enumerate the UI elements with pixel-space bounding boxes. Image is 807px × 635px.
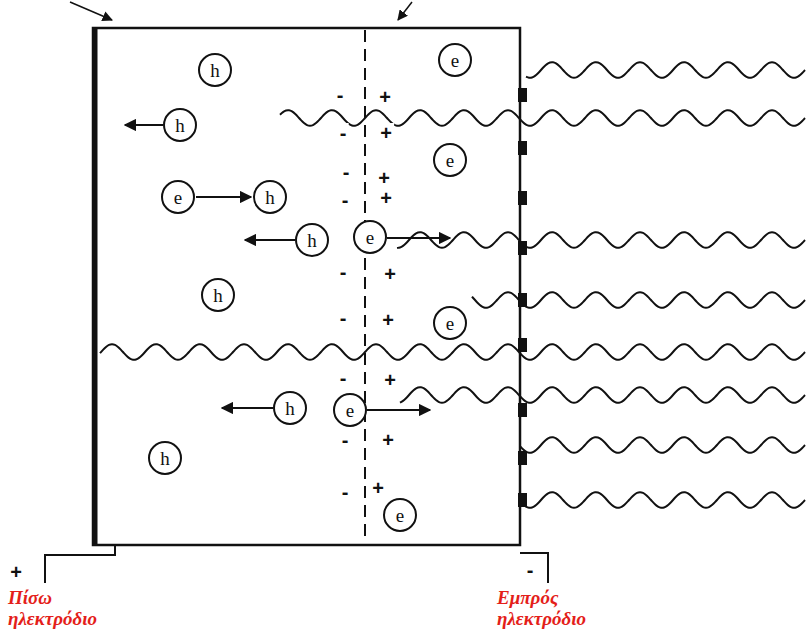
carrier-circle: h [163, 108, 197, 142]
electrode-label: Εμπρός ηλεκτρόδιο [497, 588, 632, 630]
charge-sign: - [338, 308, 349, 328]
front-contact [518, 338, 527, 352]
carrier-circle: e [438, 43, 472, 77]
charge-sign: - [340, 482, 351, 502]
charge-sign: - [340, 430, 351, 450]
light-wave [520, 492, 805, 508]
charge-sign: - [338, 262, 349, 282]
charge-sign: - [338, 368, 349, 388]
light-wave [472, 292, 805, 308]
junction-line [364, 30, 366, 543]
carrier-circle: h [273, 391, 307, 425]
charge-sign: + [376, 168, 392, 188]
carrier-circle: e [333, 393, 367, 427]
charge-sign: - [340, 190, 351, 210]
motion-arrow [222, 407, 273, 409]
light-wave [100, 344, 805, 360]
charge-sign: + [382, 370, 398, 390]
carrier-circle: e [161, 180, 195, 214]
carrier-letter: e [174, 188, 182, 207]
light-wave [526, 62, 805, 78]
carrier-letter: e [446, 314, 454, 333]
front-contact [518, 403, 527, 417]
carrier-circle: h [295, 223, 329, 257]
carrier-circle: e [433, 306, 467, 340]
electrode-label: Πίσω ηλεκτρόδιο [8, 588, 143, 630]
pointer-arrow [70, 2, 112, 20]
front-contact [518, 191, 527, 205]
front-wire [520, 553, 548, 583]
motion-arrow [245, 239, 295, 241]
front-contact [518, 141, 527, 155]
charge-sign: - [338, 123, 349, 143]
carrier-letter: h [285, 399, 295, 418]
charge-sign: + [377, 87, 393, 107]
charge-sign: - [335, 85, 346, 105]
charge-sign: + [380, 310, 396, 330]
front-contact [518, 88, 527, 102]
light-wave [400, 387, 805, 403]
carrier-circle: e [353, 220, 387, 254]
carrier-letter: e [366, 228, 374, 247]
carrier-letter: h [175, 116, 185, 135]
carrier-letter: e [346, 401, 354, 420]
carrier-circle: h [201, 278, 235, 312]
back-wire [45, 545, 115, 583]
carrier-letter: e [396, 506, 404, 525]
charge-sign: - [341, 162, 352, 182]
cell-body [93, 28, 520, 545]
light-wave [520, 437, 805, 453]
carrier-circle: e [433, 143, 467, 177]
light-wave [280, 110, 805, 126]
carrier-letter: e [446, 151, 454, 170]
carrier-circle: h [198, 53, 232, 87]
carrier-letter: h [265, 188, 275, 207]
back-electrode [93, 28, 98, 545]
carrier-letter: h [307, 231, 317, 250]
charge-sign: - [525, 560, 536, 580]
light-wave [397, 232, 805, 248]
carrier-circle: e [383, 498, 417, 532]
motion-arrow [367, 409, 430, 411]
carrier-circle: h [253, 180, 287, 214]
charge-sign: + [382, 264, 398, 284]
charge-sign: + [370, 478, 386, 498]
charge-sign: + [378, 123, 394, 143]
front-contacts [518, 88, 527, 507]
carrier-letter: h [213, 286, 223, 305]
light-waves [100, 62, 805, 508]
charge-sign: + [380, 430, 396, 450]
carrier-letter: h [210, 61, 220, 80]
pointer-arrow [398, 2, 412, 20]
carrier-circle: h [148, 441, 182, 475]
charge-sign: + [378, 188, 394, 208]
motion-arrow [387, 237, 450, 239]
carrier-letter: e [451, 51, 459, 70]
motion-arrow [196, 196, 251, 198]
carrier-letter: h [160, 449, 170, 468]
front-contact [518, 451, 527, 465]
charge-sign: + [8, 562, 24, 582]
motion-arrow [125, 124, 163, 126]
